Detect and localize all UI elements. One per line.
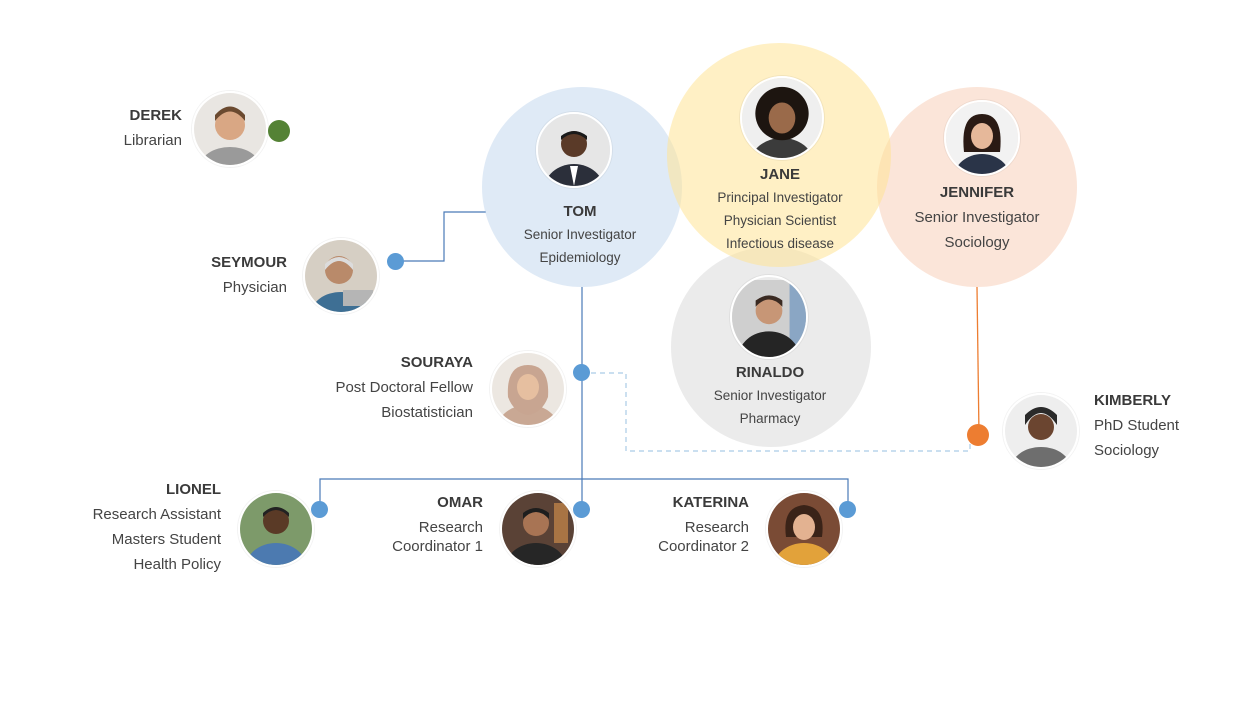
person-role: Senior Investigator [523,227,637,242]
person-role: Pharmacy [739,411,801,426]
omar-label: OMAR Research Coordinator 1 [392,493,483,556]
kimberly-connector-dot [967,424,989,446]
portrait-icon [240,493,312,565]
omar-photo [500,491,576,567]
rinaldo-label: RINALDO Senior Investigator Pharmacy [690,361,850,430]
lionel-label: LIONEL Research Assistant Masters Studen… [93,477,221,577]
portrait-icon [946,102,1018,174]
kimberly-label: KIMBERLY PhD Student Sociology [1094,388,1179,463]
derek-label: DEREK Librarian [124,103,182,153]
seymour-connector-dot [387,253,404,270]
seymour-label: SEYMOUR Physician [211,250,287,300]
person-role: Senior Investigator [713,388,827,403]
lionel-connector-dot [311,501,328,518]
person-name: TOM [563,203,597,220]
person-name: JANE [759,166,800,183]
tom-photo [536,112,612,188]
jennifer-label: JENNIFER Senior Investigator Sociology [897,180,1057,255]
person-name: OMAR [437,494,483,511]
portrait-icon [1005,395,1077,467]
portrait-icon [742,78,822,158]
souraya-photo [490,351,566,427]
person-name: KIMBERLY [1094,392,1171,409]
jennifer-to-kimberly-line [976,286,980,436]
souraya-connector-dot [573,364,590,381]
person-role: Infectious disease [725,236,835,251]
kimberly-photo [1003,393,1079,469]
team-branch-line [319,478,849,510]
jane-photo [740,76,824,160]
tom-label: TOM Senior Investigator Epidemiology [500,200,660,269]
portrait-icon [732,280,806,357]
katerina-label: KATERINA Research Coordinator 2 [658,493,749,556]
katerina-connector-dot [839,501,856,518]
portrait-icon [194,93,266,165]
derek-photo [192,91,268,167]
person-role: Principal Investigator [717,190,843,205]
person-name: SOURAYA [400,354,473,371]
person-name: KATERINA [672,494,749,511]
person-name: DEREK [129,107,182,124]
portrait-icon [502,493,574,565]
person-role: Research Assistant [92,506,221,523]
jennifer-photo [944,100,1020,176]
portrait-icon [492,353,564,425]
person-role: Coordinator 2 [658,538,749,555]
souraya-label: SOURAYA Post Doctoral Fellow Biostatisti… [335,350,473,425]
souraya-to-kimberly-dashed-line [582,372,971,452]
portrait-icon [768,493,840,565]
person-name: SEYMOUR [211,254,287,271]
person-role: Physician [222,279,287,296]
omar-connector-dot [573,501,590,518]
tom-to-seymour-line [397,211,486,262]
jane-label: JANE Principal Investigator Physician Sc… [695,163,865,255]
person-role: Physician Scientist [723,213,837,228]
person-role: Senior Investigator [914,209,1040,226]
person-role: Epidemiology [539,250,621,265]
person-role: Research [418,519,483,536]
person-role: PhD Student [1094,417,1180,434]
person-role: Post Doctoral Fellow [335,379,473,396]
seymour-photo [303,238,379,314]
rinaldo-photo [730,275,808,359]
person-name: JENNIFER [939,184,1015,201]
person-role: Research [684,519,749,536]
person-role: Masters Student [111,531,221,548]
person-role: Coordinator 1 [392,538,483,555]
person-role: Biostatistician [381,404,473,421]
person-name: RINALDO [735,364,805,381]
person-role: Sociology [944,234,1010,251]
person-role: Sociology [1094,442,1160,459]
person-role: Health Policy [133,556,221,573]
person-name: LIONEL [166,481,221,498]
katerina-photo [766,491,842,567]
person-role: Librarian [123,132,182,149]
lionel-photo [238,491,314,567]
portrait-icon [305,240,377,312]
derek-status-dot [268,120,290,142]
portrait-icon [538,114,610,186]
